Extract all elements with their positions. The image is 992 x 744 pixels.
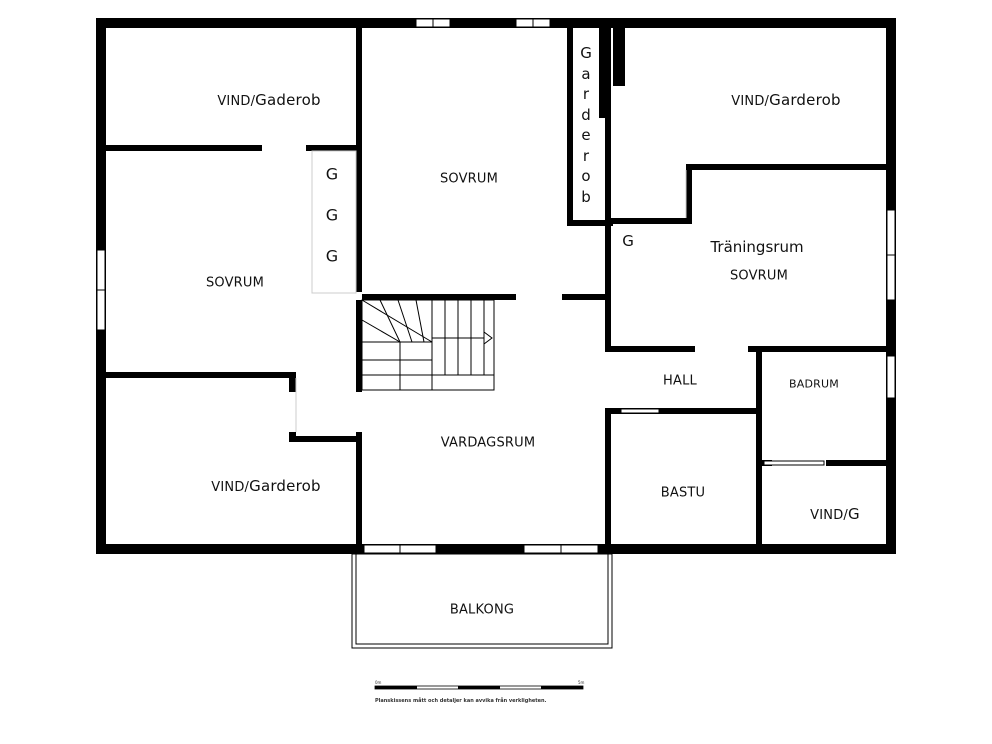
room-name: G: [848, 505, 860, 523]
room-g-closets: G G G: [326, 154, 338, 277]
room-vind-g: VIND/G: [810, 505, 860, 523]
scale-disclaimer: Planskissens mått och detaljer kan avvik…: [375, 698, 547, 704]
room-name: Garderob: [249, 477, 321, 495]
letter: a: [581, 64, 591, 83]
room-g-small: G: [622, 232, 634, 250]
room-traningsrum: Träningsrum: [710, 238, 804, 256]
room-prefix: VIND/: [211, 480, 250, 495]
room-prefix: VIND/: [810, 508, 849, 523]
room-prefix: VIND/: [217, 94, 256, 109]
scale-start-label: 0m: [375, 680, 382, 685]
letter: o: [581, 167, 591, 185]
room-sovrum-left: SOVRUM: [205, 275, 265, 291]
room-vind-garderob-right: VIND/Garderob: [731, 91, 840, 109]
closet-label: G: [325, 246, 339, 266]
closet-label: G: [325, 205, 339, 225]
scale-end-label: 5m: [578, 680, 585, 685]
room-bastu: BASTU: [660, 485, 706, 501]
room-garderob-vertical: G a r d e r o b: [580, 43, 592, 207]
room-balkong: BALKONG: [449, 602, 515, 618]
letter: G: [580, 44, 592, 62]
balcony: [351, 553, 613, 649]
room-name: Gaderob: [255, 91, 321, 109]
letter: d: [581, 105, 591, 124]
room-sovrum-right: SOVRUM: [729, 268, 789, 284]
scale-bar: [374, 685, 584, 690]
closet-label: G: [325, 164, 339, 184]
staircase: [361, 299, 495, 391]
room-hall: HALL: [663, 373, 697, 389]
letter: e: [581, 126, 591, 144]
room-sovrum-top: SOVRUM: [439, 171, 499, 187]
letter: r: [582, 146, 590, 165]
letter: b: [581, 187, 591, 206]
letter: r: [582, 85, 590, 103]
room-prefix: VIND/: [731, 94, 770, 109]
closet-outlines: [295, 150, 687, 432]
room-badrum: BADRUM: [789, 377, 839, 391]
interior-walls: [106, 28, 886, 544]
room-vind-garderob-bottom: VIND/Garderob: [211, 477, 320, 495]
windows: [96, 18, 896, 554]
room-vind-gaderob-top: VIND/Gaderob: [217, 91, 320, 109]
room-name: Garderob: [769, 91, 841, 109]
room-vardagsrum: VARDAGSRUM: [440, 435, 536, 451]
